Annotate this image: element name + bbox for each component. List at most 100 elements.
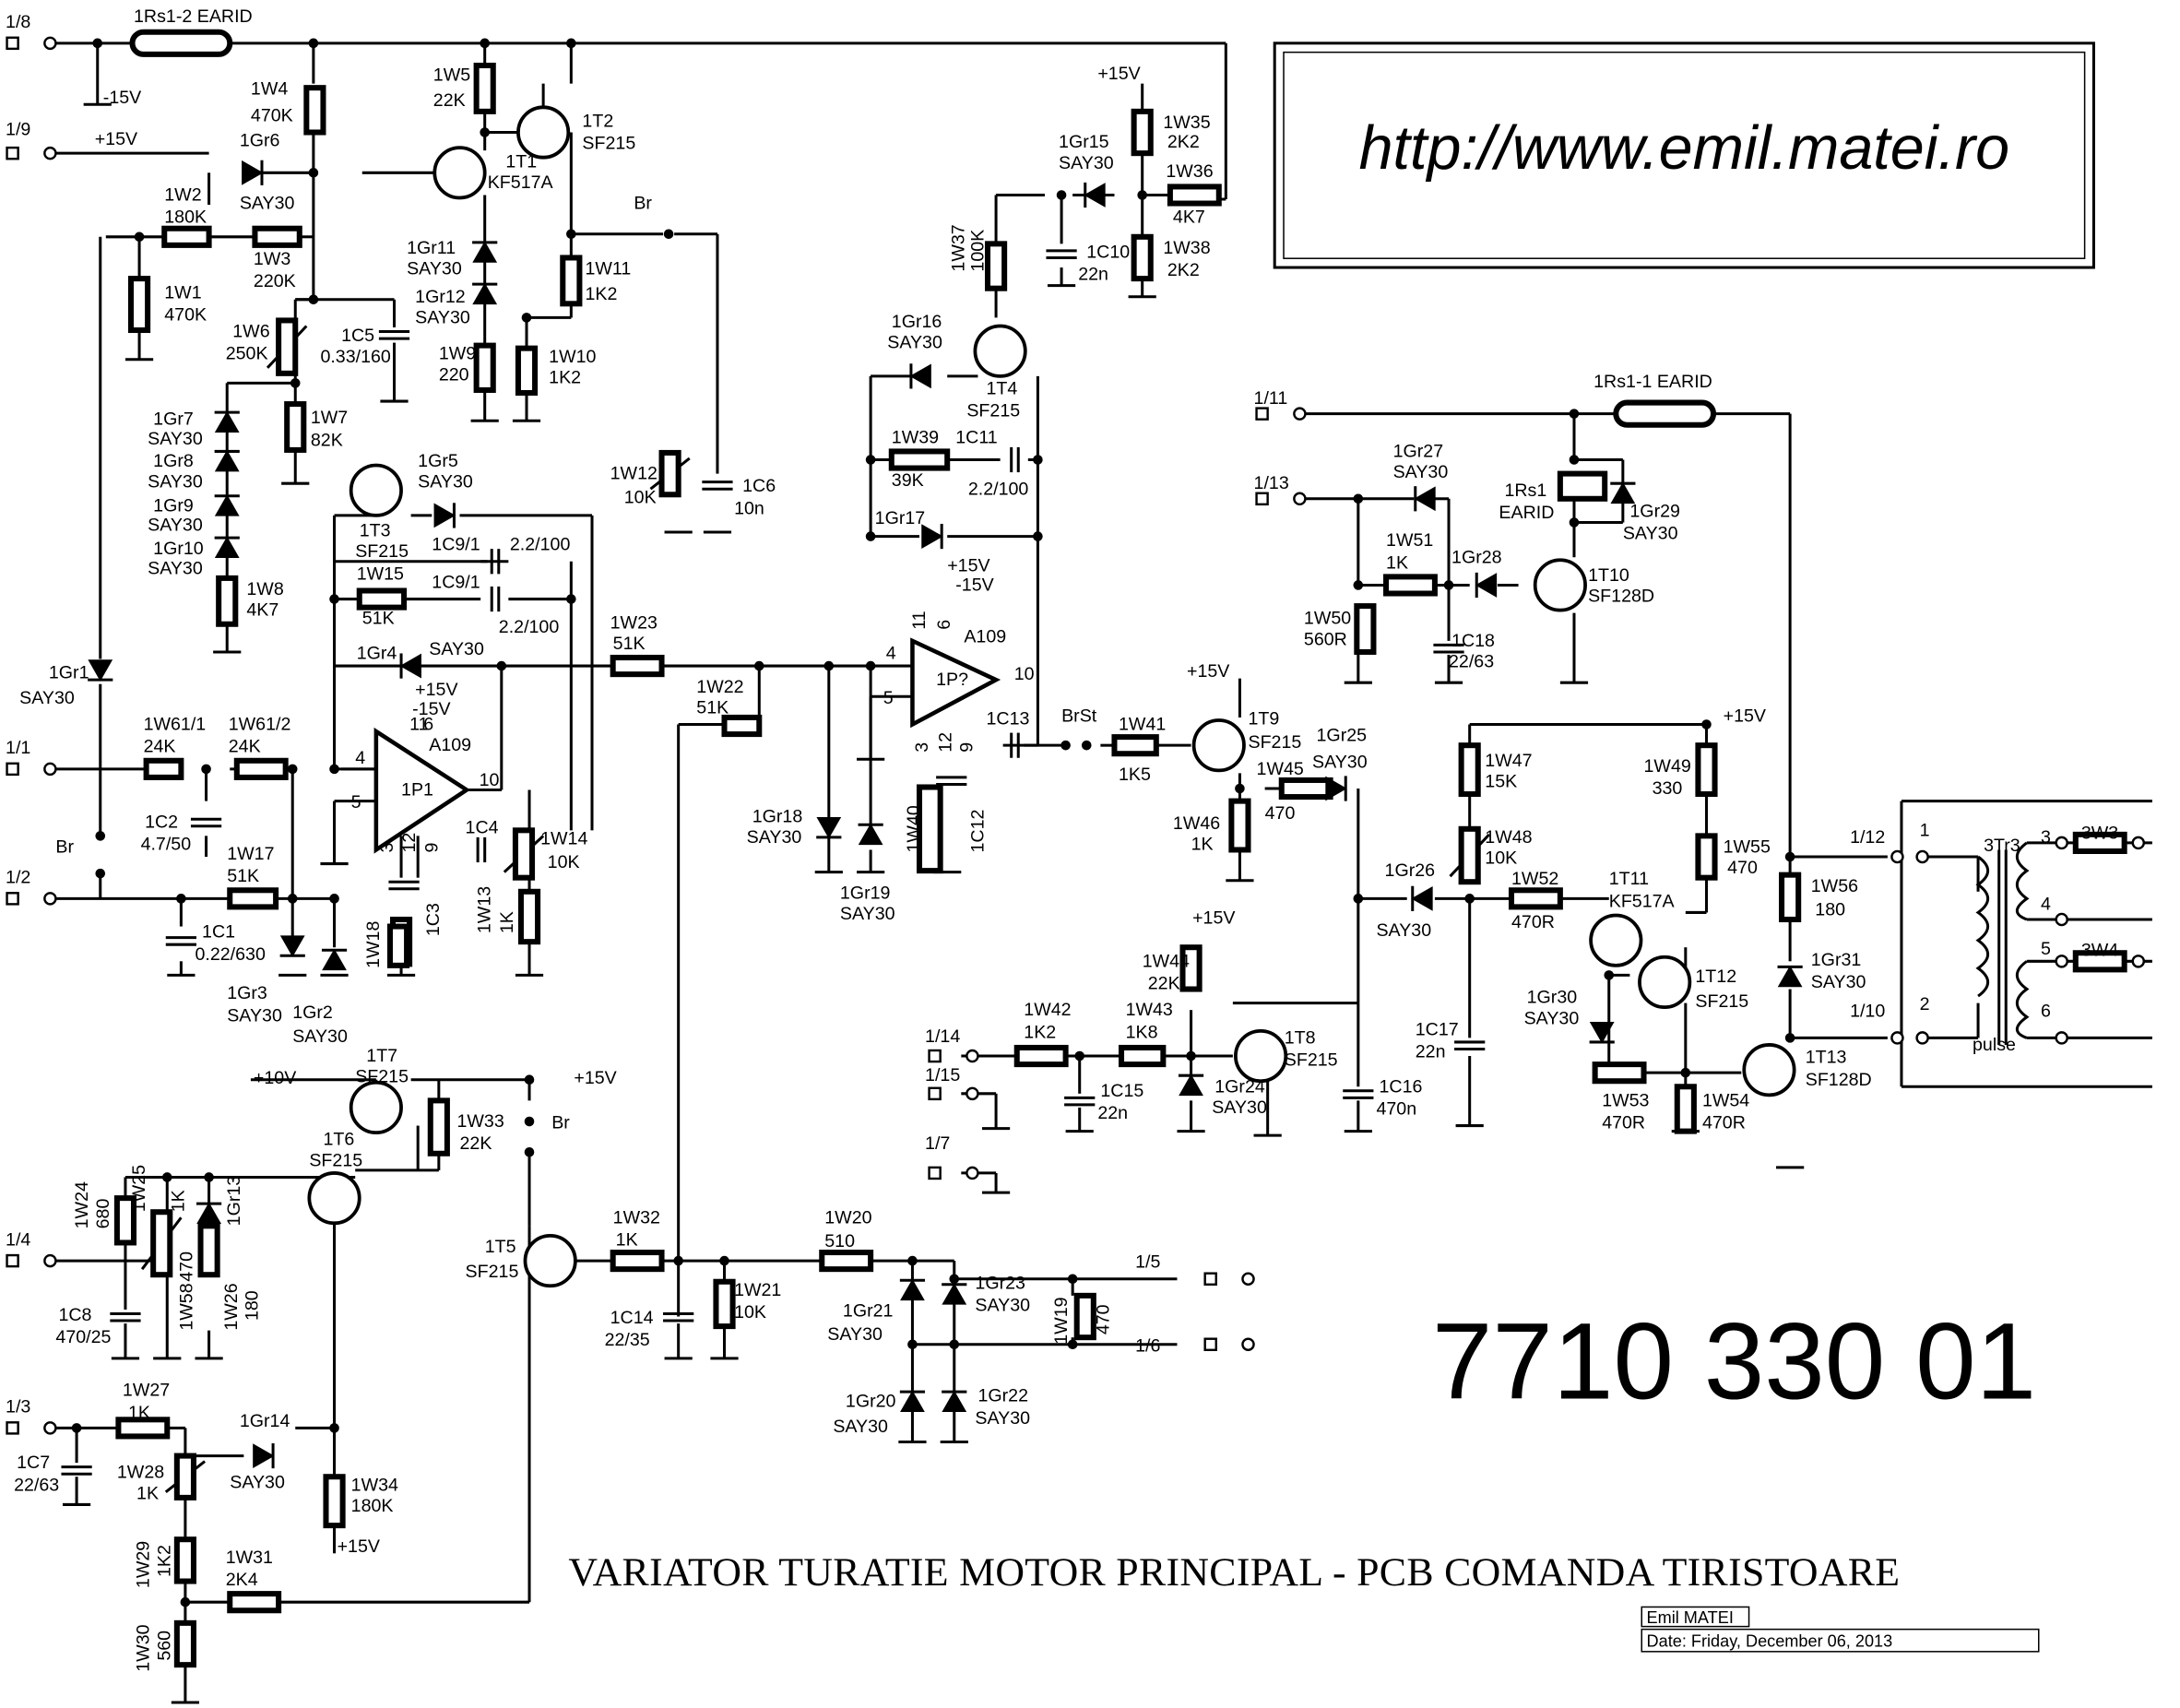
junction-dot	[1081, 740, 1092, 751]
component-label: 10	[480, 770, 500, 790]
component-label: 1W29	[134, 1541, 154, 1588]
junction-dot	[201, 764, 211, 775]
author-box: Emil MATEI	[1641, 1606, 1750, 1628]
component-label: 1W28	[117, 1463, 164, 1483]
component-label: -15V	[412, 699, 450, 719]
resistor	[1073, 1292, 1096, 1341]
connector-pin	[1915, 1031, 1929, 1045]
component-label: 470R	[1511, 912, 1555, 932]
junction-dot	[673, 1255, 683, 1266]
op-amp	[910, 637, 1001, 729]
junction-dot	[1784, 851, 1795, 862]
component-label: 470K	[251, 105, 293, 125]
component-labels: 1/81/91/11/21/41/31/111/131/141/151/71/5…	[6, 6, 2118, 1672]
component-label: 1Rs1-1 EARID	[1594, 372, 1712, 392]
component-label: 1T2	[582, 111, 613, 131]
component-label: SAY30	[429, 639, 484, 659]
component-label: 470/25	[55, 1327, 111, 1347]
transistor	[1638, 955, 1692, 1010]
junction-dot	[1569, 517, 1580, 528]
junction-dot	[1235, 783, 1245, 794]
website-url: http://www.emil.matei.ro	[1358, 113, 2010, 183]
component-label: 10K	[734, 1302, 766, 1323]
junction-dot	[287, 894, 298, 904]
component-label: SAY30	[1623, 524, 1678, 544]
component-label: 100K	[967, 230, 988, 272]
component-label: 0.22/630	[195, 944, 265, 965]
component-label: 1C9/1	[432, 535, 480, 555]
diode	[214, 536, 240, 558]
component-label: 1/7	[925, 1133, 950, 1154]
component-label: 3Tr3	[1984, 836, 2020, 856]
connector-terminal	[6, 1253, 19, 1268]
component-label: 1W8	[246, 579, 283, 599]
component-label: 1Gr28	[1451, 547, 1502, 567]
component-label: SAY30	[240, 194, 295, 214]
resistor	[252, 225, 302, 248]
connector-terminal	[1255, 492, 1269, 506]
component-label: A109	[964, 626, 1006, 646]
connector-terminal	[6, 1421, 19, 1435]
component-label: 1K	[616, 1229, 638, 1250]
component-label: 5	[2041, 939, 2051, 959]
component-label: 1W61/1	[144, 715, 207, 735]
component-label: 2.2/100	[968, 479, 1029, 499]
component-label: 470	[1265, 803, 1296, 824]
component-label: -15V	[103, 88, 141, 108]
component-label: 510	[824, 1231, 855, 1251]
component-label: 1W37	[948, 224, 968, 271]
component-label: 4	[886, 644, 896, 664]
component-label: SAY30	[227, 1005, 282, 1026]
component-label: Br	[55, 836, 74, 857]
resistor	[227, 887, 279, 910]
diode	[433, 503, 456, 528]
component-label: SAY30	[1524, 1008, 1580, 1028]
component-label: 22K	[1148, 974, 1180, 994]
component-label: 1W1	[164, 282, 201, 302]
resistor	[303, 85, 326, 136]
resistor	[233, 757, 289, 780]
junction-dot	[480, 38, 490, 49]
component-label: 1W19	[1051, 1297, 1072, 1344]
junction-dot	[865, 531, 876, 541]
connector-pin	[43, 892, 57, 906]
connector-pin	[2131, 836, 2146, 850]
diode	[399, 653, 421, 679]
junction-dot	[524, 1146, 535, 1157]
junction-dot	[180, 1596, 191, 1607]
resistor	[1013, 1044, 1069, 1068]
component-label: 1Gr4	[357, 644, 397, 664]
components	[6, 29, 2146, 1668]
connector-terminal	[928, 1049, 942, 1063]
component-label: 11	[909, 611, 930, 629]
trimmer-potentiometer	[276, 317, 299, 376]
component-label: SAY30	[415, 307, 470, 327]
component-label: 560	[154, 1631, 174, 1661]
junction-dot	[308, 38, 319, 49]
component-label: 1Gr22	[977, 1386, 1028, 1406]
resistor	[984, 241, 1008, 291]
component-label: 3W4	[2081, 940, 2118, 960]
junction-dot	[1033, 531, 1043, 541]
transistor	[349, 1080, 403, 1135]
component-label: 1W23	[610, 612, 658, 633]
diode	[1610, 481, 1636, 504]
component-label: 1W26	[221, 1283, 242, 1330]
component-label: 22n	[1416, 1042, 1446, 1062]
connector-pin	[43, 1421, 57, 1435]
component-label: 10K	[624, 487, 657, 507]
junction-dot	[1464, 894, 1475, 904]
trimmer-potentiometer	[658, 449, 681, 498]
resistor	[115, 1417, 171, 1440]
connector-terminal	[6, 892, 19, 906]
component-label: 1	[1920, 820, 1930, 840]
component-label: 1/11	[1254, 388, 1288, 409]
component-label: 1K5	[1119, 765, 1151, 785]
component-label: 5	[351, 792, 361, 812]
resistor	[517, 888, 541, 945]
component-label: 1W54	[1702, 1090, 1749, 1110]
junction-dot	[1067, 1339, 1078, 1350]
connector-pin	[1293, 407, 1307, 421]
component-label: 1Gr11	[407, 238, 456, 258]
component-label: 1Gr25	[1317, 726, 1368, 746]
